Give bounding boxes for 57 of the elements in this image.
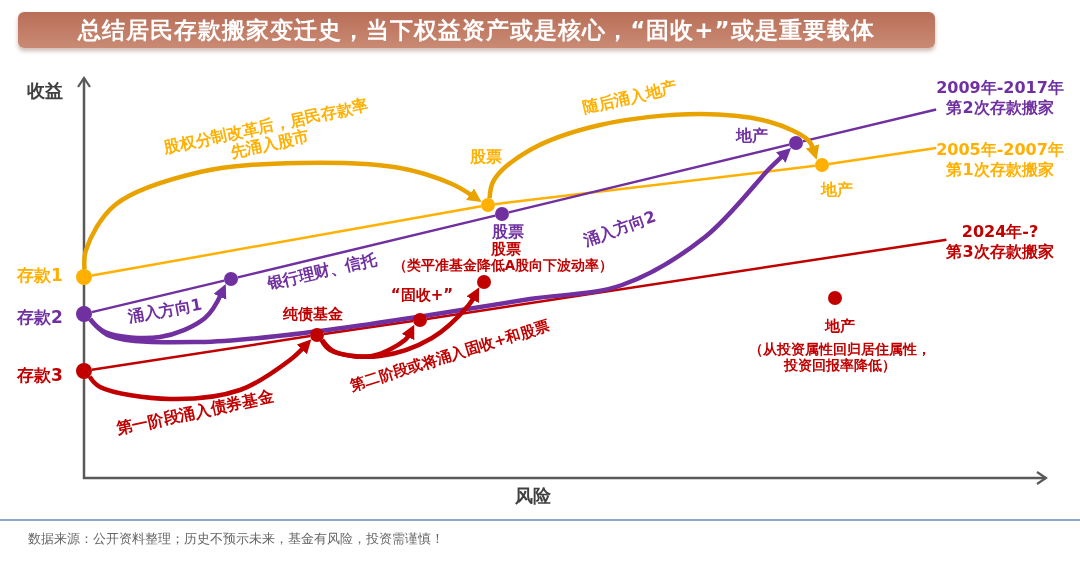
period-label: 第2次存款搬家: [945, 98, 1055, 118]
curved-arrow: [487, 111, 820, 199]
point-label: 地产: [821, 180, 853, 200]
point-label: 股票: [491, 240, 521, 258]
trend-line: [494, 164, 816, 206]
point-label: 股票: [492, 222, 524, 241]
axis-title: 收益: [27, 80, 63, 102]
point-label: 地产: [736, 126, 768, 146]
dot-icon: [815, 158, 829, 172]
dot-icon: [310, 328, 324, 342]
point-label: （类平准基金降低A股向下波动率）: [392, 258, 614, 274]
source-note: 数据来源：公开资料整理；历史不预示未来，基金有风险，投资需谨慎！: [28, 531, 444, 546]
dot-icon: [481, 198, 495, 212]
dot-icon: [828, 291, 842, 305]
trend-line: [237, 214, 496, 279]
trend-line: [508, 143, 790, 214]
point-label: 股票: [470, 147, 502, 167]
arrow-label: 涌入方向2: [581, 207, 659, 251]
trend-line: [828, 146, 937, 166]
dot-icon: [413, 313, 427, 327]
period-label: 2005年-2007年: [936, 140, 1064, 160]
period-label: 2024年-?: [960, 222, 1040, 242]
point-label: 纯债基金: [283, 306, 343, 324]
point-label: 银行理财、信托: [265, 250, 379, 294]
period-label: 第3次存款搬家: [946, 242, 1054, 262]
trend-line: [91, 334, 311, 371]
title-banner: 总结居民存款搬家变迁史，当下权益资产或是核心，“固收+”或是重要载体: [18, 12, 935, 48]
curved-arrow: [320, 287, 480, 360]
dot-icon: [477, 275, 491, 289]
dot-icon: [76, 306, 92, 322]
trend-line: [323, 319, 414, 336]
arrow-label: 第一阶段涌入债券基金: [114, 387, 276, 439]
curved-arrow: [88, 148, 792, 345]
trend-line: [802, 108, 937, 143]
period-label: 第1次存款搬家: [945, 160, 1055, 180]
point-label: 存款1: [17, 266, 63, 286]
arrow-label: 涌入方向1: [126, 295, 204, 327]
period-label: 2009年-2017年: [936, 78, 1064, 98]
axis-title: 风险: [515, 485, 551, 507]
dot-icon: [76, 363, 92, 379]
point-label: 存款3: [17, 366, 63, 386]
dot-icon: [224, 272, 238, 286]
trend-line: [91, 279, 225, 314]
point-label: “固收+”: [390, 287, 454, 305]
point-label: 存款2: [17, 308, 63, 328]
trend-line: [426, 238, 947, 321]
dot-icon: [789, 136, 803, 150]
trend-line: [91, 205, 482, 277]
curved-arrow: [82, 160, 482, 270]
point-label: （从投资属性回归居住属性，投资回报率降低）: [748, 340, 932, 374]
curved-arrow: [87, 339, 312, 402]
point-label: 地产: [825, 318, 855, 336]
arrow-label: 股权分制改革后，居民存款率先涌入股市: [161, 95, 371, 164]
arrow-label: 第二阶段或将涌入固收+和股票: [348, 317, 552, 395]
dot-icon: [76, 269, 92, 285]
dot-icon: [495, 207, 509, 221]
arrow-label: 随后涌入地产: [581, 78, 679, 118]
